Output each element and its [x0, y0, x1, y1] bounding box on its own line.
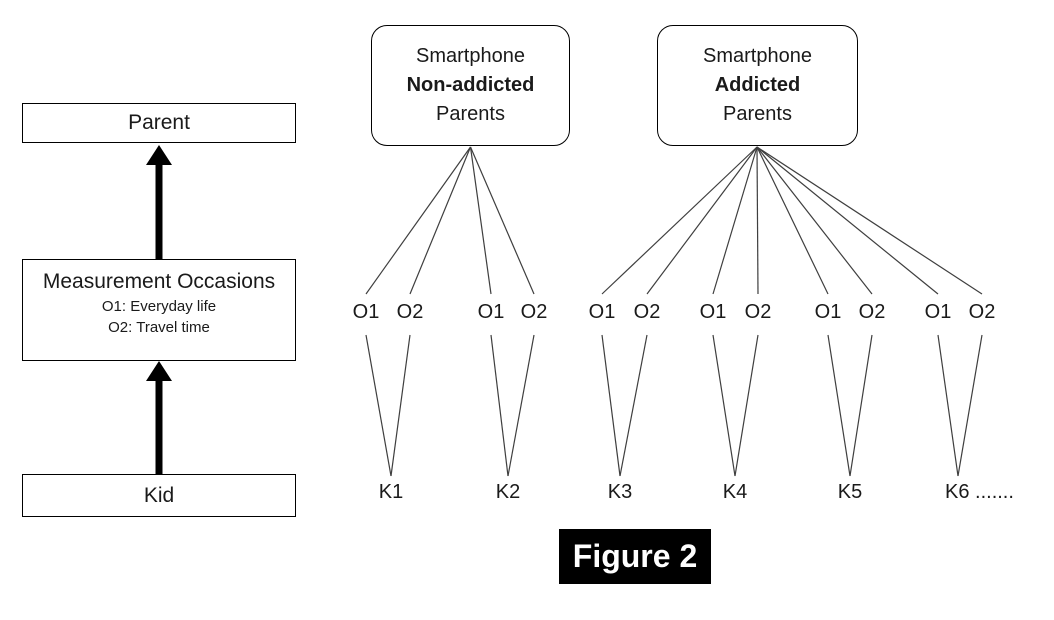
kid-label: K6 .......: [945, 481, 1014, 503]
figure-caption-label: Figure 2: [572, 538, 698, 574]
occasion-label: O1: [477, 301, 505, 323]
group-box-line-1: Smartphone: [416, 45, 525, 67]
parent-box-label: Parent: [128, 111, 190, 134]
group-occasion-line: [756, 146, 759, 295]
group-box-addicted-parents: Smartphone Addicted Parents: [657, 25, 858, 146]
measurement-title: Measurement Occasions: [42, 270, 276, 293]
occasion-label: O2: [520, 301, 548, 323]
occasion-label: O2: [968, 301, 996, 323]
group-occasion-line: [469, 146, 535, 295]
occasion-kid-line: [601, 334, 621, 477]
up-arrow-head: [146, 145, 172, 165]
group-box-line-2: Non-addicted: [406, 74, 535, 96]
up-arrow-head: [146, 361, 172, 381]
kid-label: K5: [837, 481, 863, 503]
group-occasion-line: [756, 146, 939, 295]
measurement-occasions-box: Measurement Occasions O1: Everyday life …: [22, 259, 296, 361]
group-occasion-line: [756, 146, 873, 295]
occasion-kid-line: [365, 334, 392, 477]
kid-label: K1: [378, 481, 404, 503]
kid-label: K2: [495, 481, 521, 503]
occasion-kid-line: [390, 334, 411, 477]
up-arrow-shaft: [155, 380, 163, 474]
kid-box: Kid: [22, 474, 296, 517]
occasion-kid-line: [827, 334, 851, 477]
group-box-non-addicted-parents: Smartphone Non-addicted Parents: [371, 25, 570, 146]
occasion-label: O1: [588, 301, 616, 323]
parent-box: Parent: [22, 103, 296, 143]
group-occasion-line: [756, 146, 983, 295]
kid-label: K3: [607, 481, 633, 503]
group-occasion-line: [409, 146, 472, 295]
occasion-label: O2: [396, 301, 424, 323]
up-arrow-shaft: [155, 164, 163, 259]
group-box-line-3: Parents: [723, 103, 792, 125]
occasion-label: O1: [352, 301, 380, 323]
occasion-label: O2: [744, 301, 772, 323]
group-occasion-line: [712, 146, 758, 295]
occasion-kid-line: [957, 334, 983, 477]
group-occasion-line: [756, 146, 829, 295]
group-occasion-line: [646, 146, 758, 295]
kid-label: K4: [722, 481, 748, 503]
occasion-label: O1: [814, 301, 842, 323]
occasion-label: O1: [699, 301, 727, 323]
figure-caption: Figure 2: [559, 529, 711, 584]
measurement-item-o1: O1: Everyday life: [101, 298, 217, 315]
occasion-kid-line: [490, 334, 509, 477]
group-box-line-3: Parents: [436, 103, 505, 125]
group-occasion-line: [469, 146, 492, 295]
occasion-kid-line: [734, 334, 759, 477]
occasion-label: O2: [633, 301, 661, 323]
group-occasion-line: [601, 146, 758, 295]
group-box-line-1: Smartphone: [703, 45, 812, 67]
occasion-kid-line: [712, 334, 736, 477]
measurement-item-o2: O2: Travel time: [108, 319, 210, 336]
occasion-kid-line: [937, 334, 959, 477]
occasion-kid-line: [507, 334, 535, 477]
group-occasion-line: [365, 146, 471, 295]
kid-box-label: Kid: [143, 483, 175, 507]
occasion-label: O1: [924, 301, 952, 323]
group-box-line-2: Addicted: [714, 74, 801, 96]
occasion-label: O2: [858, 301, 886, 323]
occasion-kid-line: [849, 334, 873, 477]
occasion-kid-line: [619, 334, 648, 477]
